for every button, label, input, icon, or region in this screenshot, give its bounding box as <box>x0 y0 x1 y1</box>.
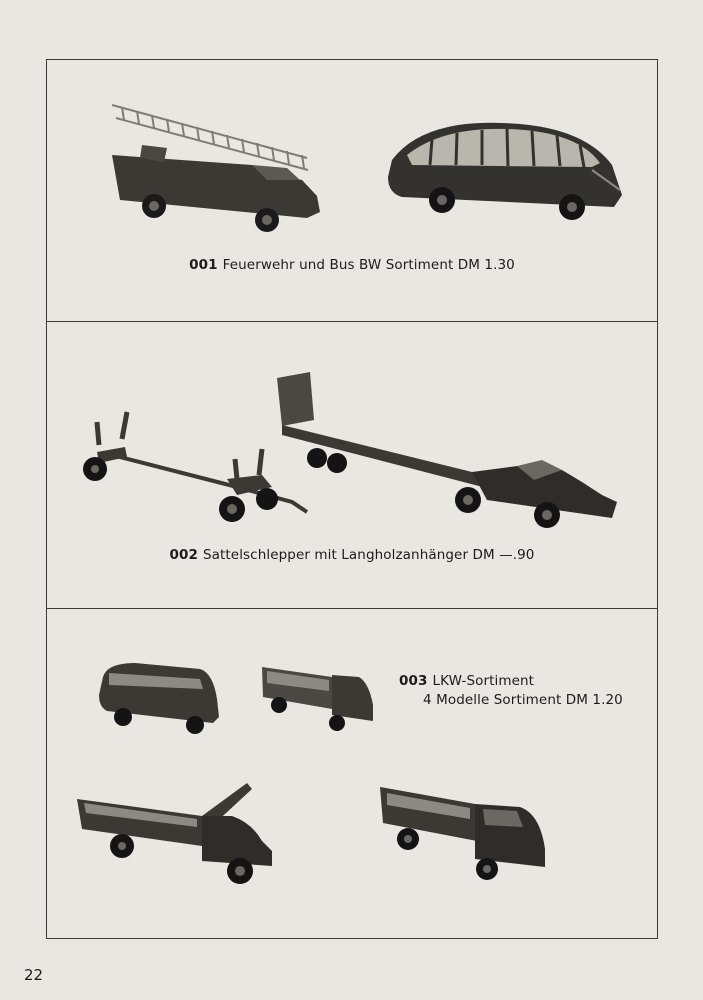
van-image <box>99 663 219 734</box>
item-003-title: LKW-Sortiment <box>432 673 535 689</box>
item-002-number: 002 <box>169 547 198 563</box>
bus-image <box>388 122 622 220</box>
log-trailer-image <box>83 411 309 522</box>
item-001-number: 001 <box>189 257 218 273</box>
page-number: 22 <box>24 966 44 984</box>
pickup-truck-image <box>262 667 373 731</box>
flatbed-truck-image <box>380 787 545 880</box>
dump-truck-image <box>77 783 272 884</box>
item-003-details: 4 Modelle Sortiment DM 1.20 <box>423 692 623 708</box>
fire-truck-image <box>111 104 320 232</box>
item-003-number: 003 <box>399 673 428 689</box>
item-001-text: Feuerwehr und Bus BW Sortiment DM 1.30 <box>222 257 515 273</box>
semi-trailer-truck-image <box>277 372 617 528</box>
item-002-text: Sattelschlepper mit Langholzanhänger DM … <box>202 547 535 563</box>
